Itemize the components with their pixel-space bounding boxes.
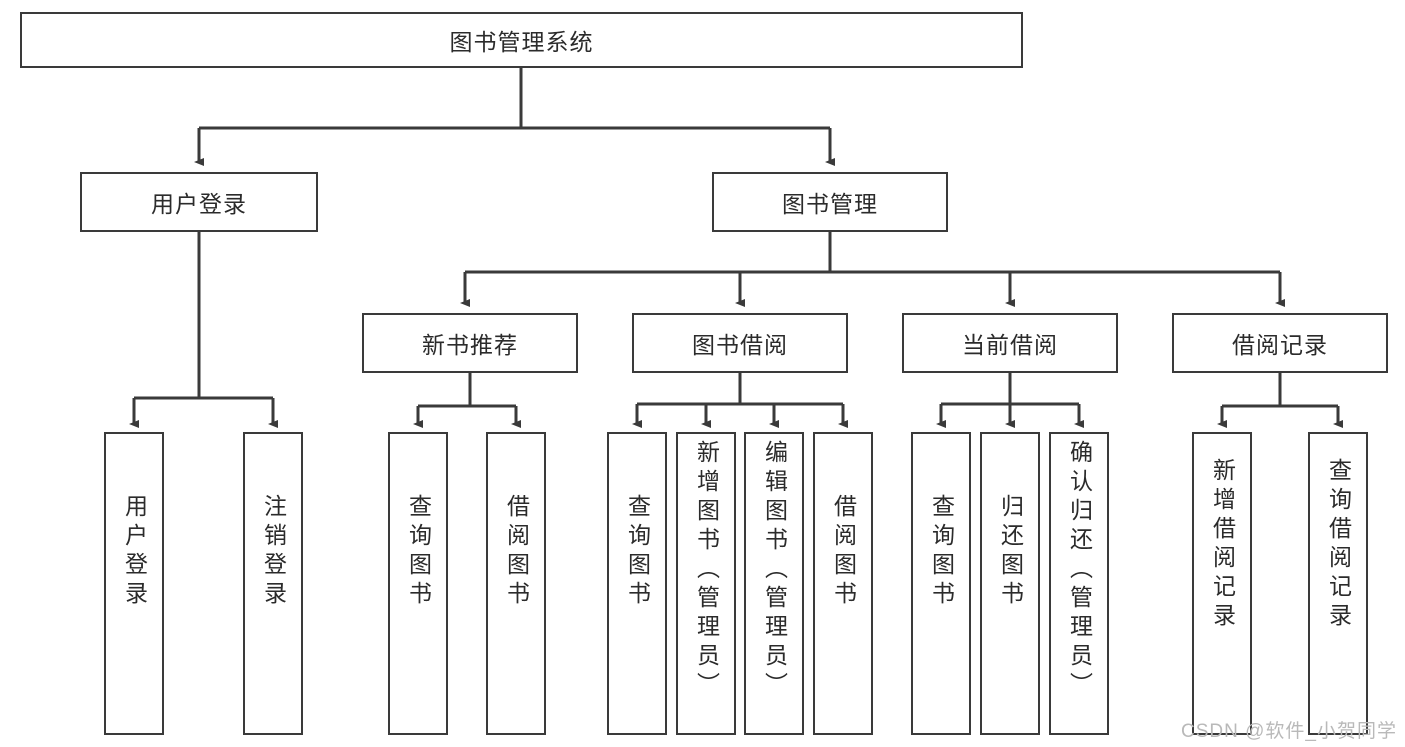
node-root[interactable]: 图书管理系统 (20, 12, 1023, 68)
leaf-current-borrow-query[interactable]: 查询图书 (911, 432, 971, 735)
node-borrow-record[interactable]: 借阅记录 (1172, 313, 1388, 373)
leaf-label: 用户登录 (121, 494, 148, 610)
leaf-borrow-record-add[interactable]: 新增借阅记录 (1192, 432, 1252, 735)
watermark: CSDN @软件_小贺同学 (1181, 721, 1397, 742)
node-user-login-label: 用户登录 (151, 191, 247, 217)
leaf-label: 新增图书（管理员） (693, 440, 720, 701)
node-book-management[interactable]: 图书管理 (712, 172, 948, 232)
node-new-book-recommend[interactable]: 新书推荐 (362, 313, 578, 373)
leaf-label: 归还图书 (997, 494, 1024, 610)
leaf-label: 查询借阅记录 (1325, 458, 1352, 632)
node-new-book-recommend-label: 新书推荐 (422, 332, 518, 358)
leaf-label: 查询图书 (624, 494, 651, 610)
leaf-book-borrow-borrow[interactable]: 借阅图书 (813, 432, 873, 735)
leaf-book-borrow-edit[interactable]: 编辑图书（管理员） (744, 432, 804, 735)
leaf-user-login-logout[interactable]: 注销登录 (243, 432, 303, 735)
node-book-management-label: 图书管理 (782, 191, 878, 217)
node-book-borrow[interactable]: 图书借阅 (632, 313, 848, 373)
leaf-borrow-record-query[interactable]: 查询借阅记录 (1308, 432, 1368, 735)
leaf-new-book-borrow[interactable]: 借阅图书 (486, 432, 546, 735)
leaf-user-login-login[interactable]: 用户登录 (104, 432, 164, 735)
leaf-label: 借阅图书 (830, 494, 857, 610)
leaf-label: 编辑图书（管理员） (761, 440, 788, 701)
leaf-label: 新增借阅记录 (1209, 458, 1236, 632)
leaf-book-borrow-add[interactable]: 新增图书（管理员） (676, 432, 736, 735)
leaf-label: 注销登录 (260, 494, 287, 610)
node-root-label: 图书管理系统 (449, 29, 594, 55)
leaf-label: 确认归还（管理员） (1066, 440, 1093, 701)
node-current-borrow-label: 当前借阅 (962, 332, 1058, 358)
node-borrow-record-label: 借阅记录 (1232, 332, 1328, 358)
leaf-label: 借阅图书 (503, 494, 530, 610)
leaf-current-borrow-confirm[interactable]: 确认归还（管理员） (1049, 432, 1109, 735)
node-user-login[interactable]: 用户登录 (80, 172, 318, 232)
leaf-label: 查询图书 (928, 494, 955, 610)
node-book-borrow-label: 图书借阅 (692, 332, 788, 358)
leaf-current-borrow-return[interactable]: 归还图书 (980, 432, 1040, 735)
node-current-borrow[interactable]: 当前借阅 (902, 313, 1118, 373)
leaf-book-borrow-query[interactable]: 查询图书 (607, 432, 667, 735)
leaf-new-book-query[interactable]: 查询图书 (388, 432, 448, 735)
leaf-label: 查询图书 (405, 494, 432, 610)
